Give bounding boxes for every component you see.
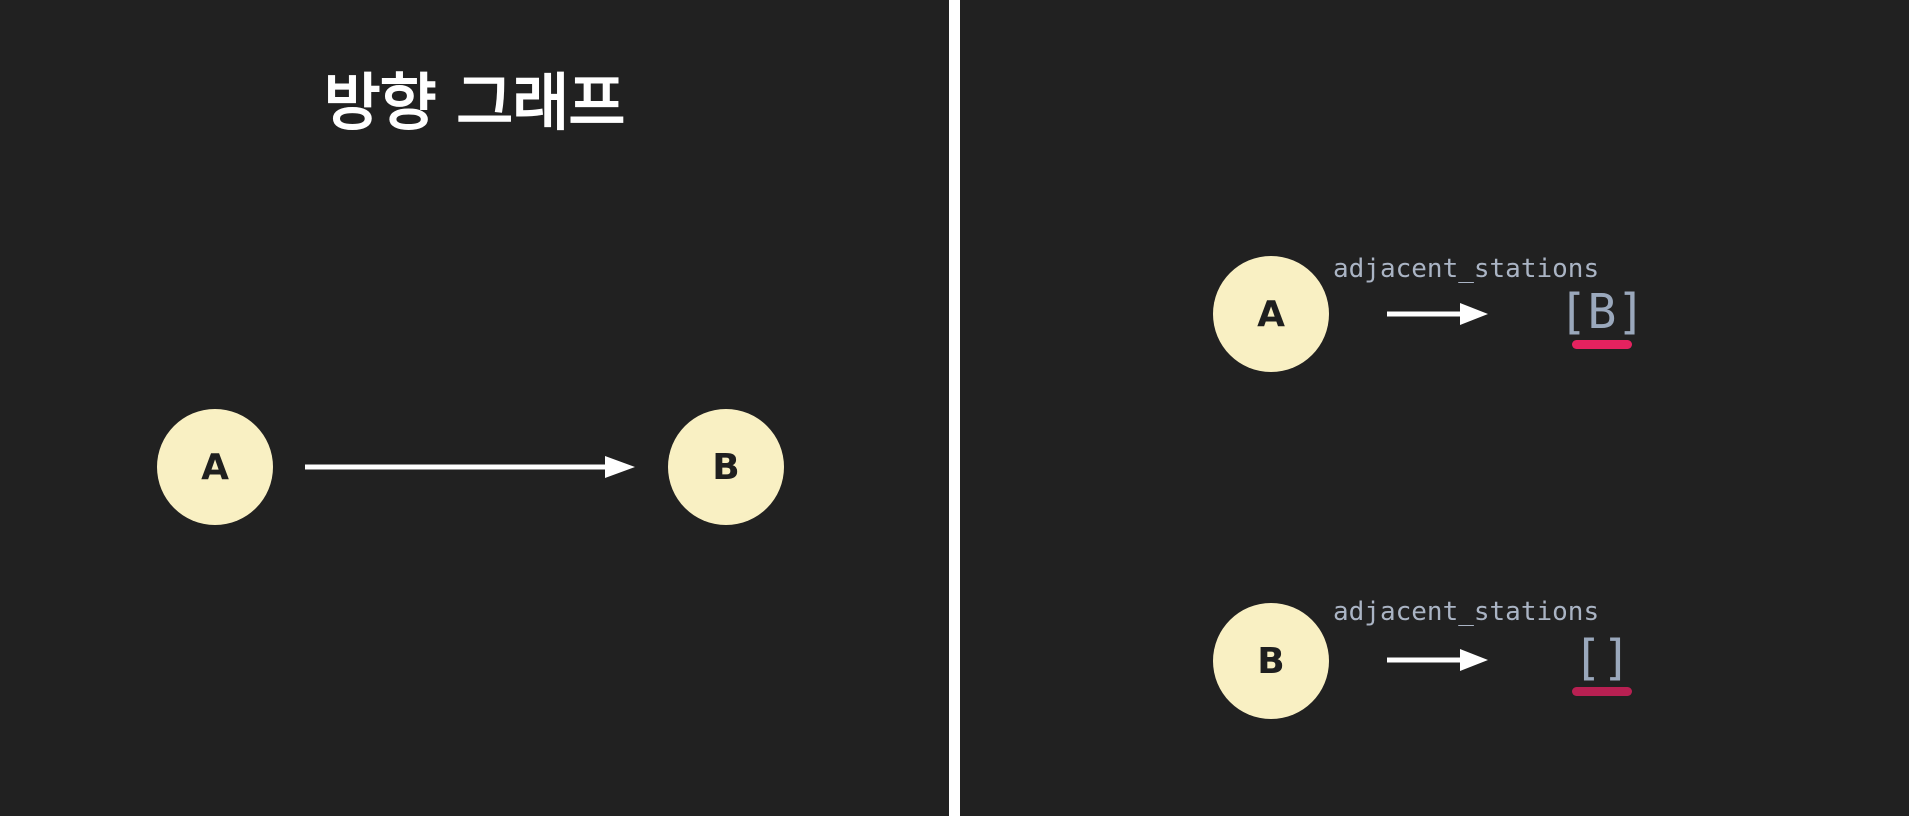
adjacency-node-label-b: B bbox=[1257, 640, 1285, 682]
adjacency-list-underline-b bbox=[1572, 687, 1632, 696]
adjacency-arrow-a bbox=[1387, 303, 1488, 325]
panel-divider bbox=[949, 0, 960, 816]
left-panel: 방향 그래프 A B bbox=[0, 0, 948, 816]
adjacency-list-b: [] bbox=[1573, 630, 1631, 686]
adjacency-node-a: A bbox=[1213, 256, 1329, 372]
adjacent-stations-label-b: adjacent_stations bbox=[1333, 597, 1600, 627]
graph-node-b: B bbox=[668, 409, 784, 525]
adjacency-list-underline-a bbox=[1572, 340, 1632, 349]
adjacency-list-a: [B] bbox=[1558, 284, 1646, 340]
node-label-b: B bbox=[712, 446, 740, 488]
graph-node-a: A bbox=[157, 409, 273, 525]
page-title: 방향 그래프 bbox=[323, 66, 626, 139]
adjacency-arrow-b bbox=[1387, 649, 1488, 671]
adjacent-stations-label-a: adjacent_stations bbox=[1333, 254, 1600, 284]
directed-edge-arrow bbox=[305, 456, 635, 478]
adjacency-node-label-a: A bbox=[1257, 293, 1285, 335]
adjacency-node-b: B bbox=[1213, 603, 1329, 719]
node-label-a: A bbox=[201, 446, 229, 488]
